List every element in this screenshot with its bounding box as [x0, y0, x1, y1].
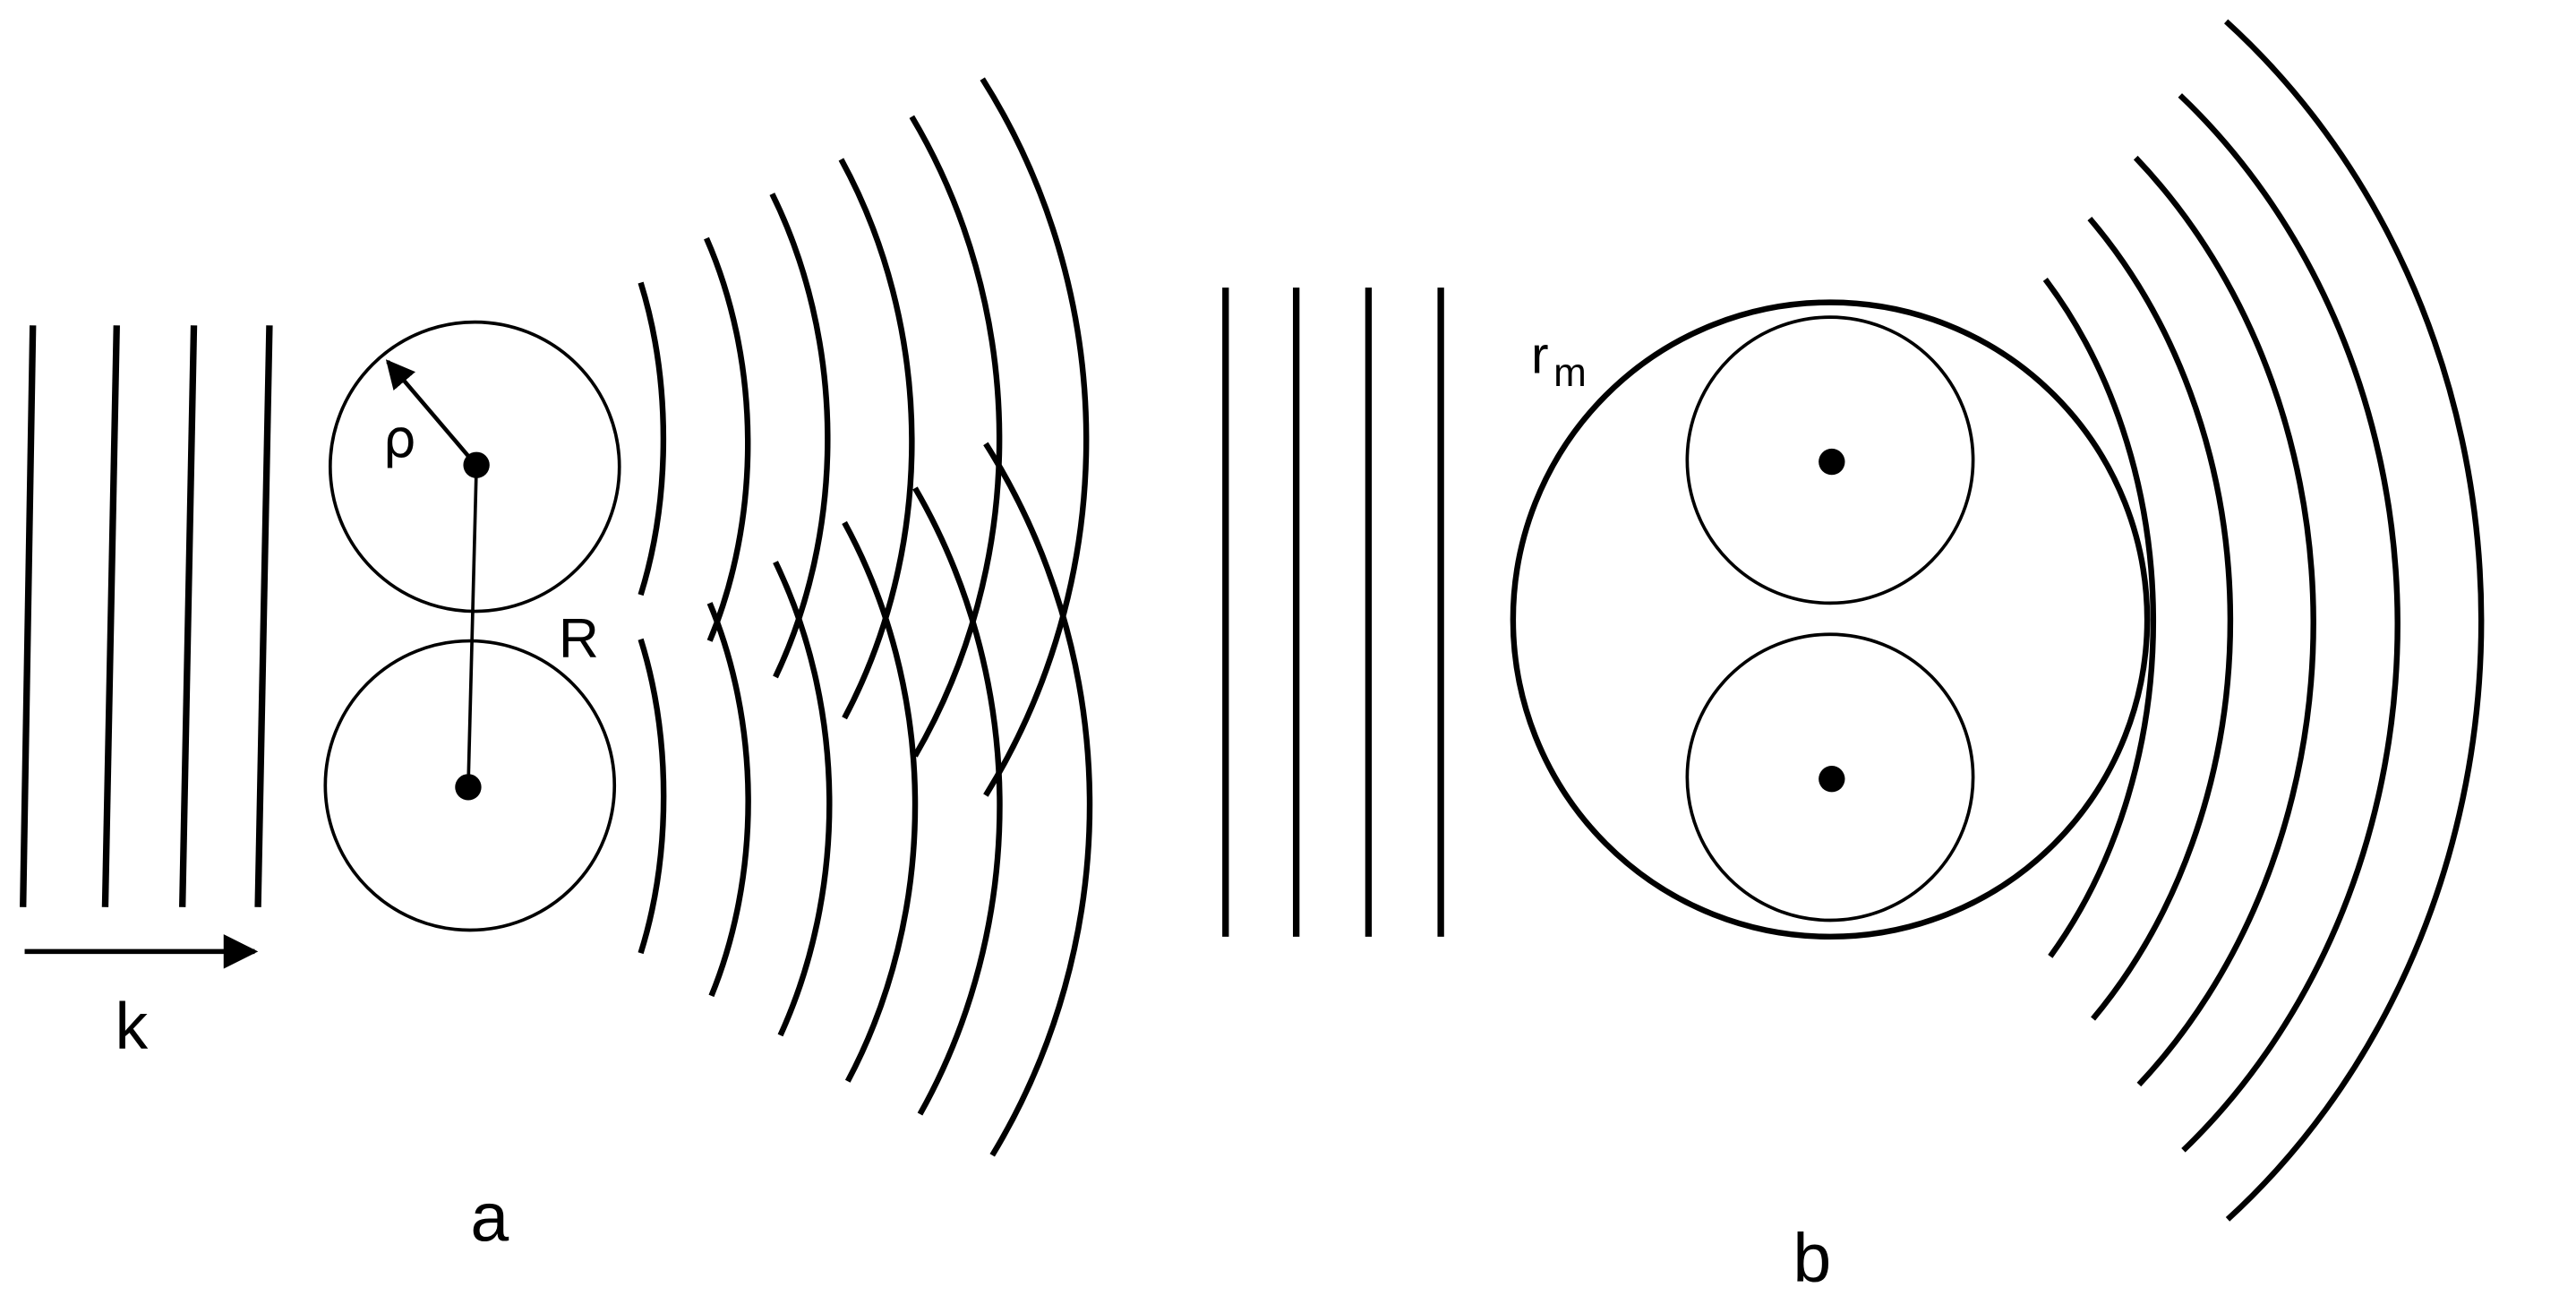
scattered-arc	[638, 281, 667, 596]
inner-scatterer-center-bottom	[1819, 766, 1845, 793]
scattered-arc	[909, 115, 1003, 758]
scattered-arc	[983, 442, 1093, 1157]
incident-wavefronts-a	[20, 325, 273, 907]
effective-radius-symbol: r	[1531, 326, 1549, 384]
scattered-arc	[2224, 19, 2485, 1222]
separation-label: R	[559, 608, 599, 670]
scattered-arc	[842, 520, 919, 1083]
wavefront-line	[101, 325, 120, 907]
panel-a-caption: a	[470, 1179, 509, 1256]
scattered-arc	[2178, 93, 2401, 1153]
wavevector-label: k	[115, 990, 148, 1063]
scattered-arc	[638, 638, 667, 955]
scattered-arc	[773, 561, 833, 1037]
radius-arrow	[385, 359, 475, 464]
scattered-arc	[2133, 155, 2316, 1087]
scattered-wavefronts-b	[2042, 19, 2485, 1222]
scattered-arc	[2087, 216, 2234, 1021]
scattered-arc	[912, 486, 1003, 1116]
scattered-arc	[980, 77, 1090, 797]
inner-scatterer-circle-bottom	[1685, 632, 1975, 923]
scatterer-circle-bottom	[323, 639, 617, 932]
effective-scatterer-circle	[1510, 299, 2151, 940]
scattered-arc	[706, 602, 751, 998]
wavefront-line	[254, 325, 273, 907]
wavefront-line	[20, 325, 37, 907]
incident-wavefronts-b	[1222, 287, 1444, 937]
inner-scatterer-center-top	[1819, 448, 1845, 476]
scattered-arc	[704, 236, 751, 642]
panel-b-caption: b	[1793, 1220, 1831, 1297]
effective-radius-subscript: m	[1553, 351, 1587, 395]
scattered-arc	[769, 193, 831, 679]
radius-label: ρ	[383, 408, 416, 469]
scattered-arc	[2042, 277, 2157, 958]
wavefront-line	[179, 325, 198, 907]
scattered-wavefronts-upper	[638, 77, 1090, 797]
scattered-wavefronts-lower	[638, 442, 1093, 1157]
panel-a: k R ρ a	[20, 77, 1093, 1256]
inner-scatterer-circle-top	[1685, 315, 1975, 605]
scatterer-circle-top	[328, 320, 621, 614]
separation-line	[466, 465, 478, 787]
scattered-arc	[838, 158, 915, 720]
